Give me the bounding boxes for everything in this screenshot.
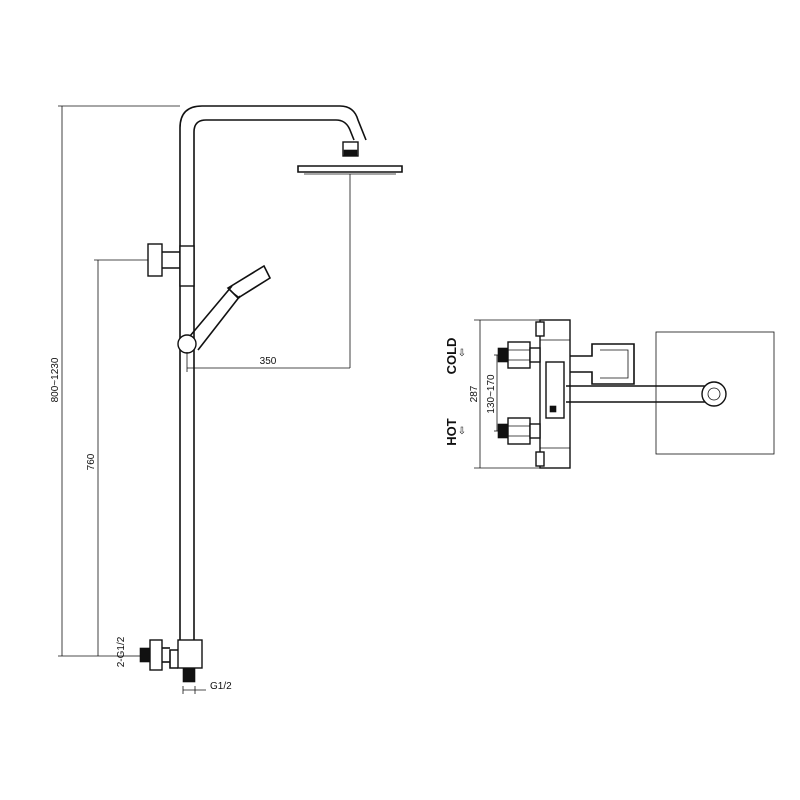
dimension-287: 287 xyxy=(469,319,540,469)
hot-label: HOT xyxy=(444,418,459,446)
rain-shower-head xyxy=(297,165,403,173)
bottom-elbow xyxy=(177,639,203,669)
dimension-287-text: 287 xyxy=(469,385,480,402)
cold-inlet-connection xyxy=(497,341,541,369)
side-arm-wall-flange xyxy=(701,381,727,407)
mixer-handle xyxy=(570,343,635,385)
upper-wall-bracket xyxy=(147,243,195,287)
front-view: 800~1230 760 350 2-G1/2 G1/2 xyxy=(50,105,403,694)
side-arm-pipe xyxy=(566,385,713,403)
outlet-thread-label: G1/2 xyxy=(210,681,232,692)
mixer-cartridge xyxy=(545,361,565,419)
hand-shower-head xyxy=(226,264,272,300)
hot-inlet-connection xyxy=(497,417,541,445)
dimension-spacing: 130~170 xyxy=(486,354,498,432)
dimension-760: 760 xyxy=(86,259,148,656)
rain-head-top-view xyxy=(655,331,775,455)
riser-pipe-inner xyxy=(193,119,355,640)
outlet-thread-dimension: G1/2 xyxy=(182,681,232,694)
inlet-thread-label: 2-G1/2 xyxy=(116,636,127,667)
rain-head-nut xyxy=(343,149,358,157)
slider-knob xyxy=(177,334,197,354)
dimension-350-text: 350 xyxy=(260,356,277,367)
bottom-outlet-thread xyxy=(182,667,196,683)
riser-pipe xyxy=(179,105,367,640)
bottom-connection xyxy=(124,639,203,683)
side-view: 287 130~170 COLD ⇩ HOT ⇩ xyxy=(444,319,775,469)
hand-shower-handle xyxy=(189,285,241,351)
dimension-350: 350 xyxy=(186,174,351,372)
hot-arrow-icon: ⇩ xyxy=(458,426,466,437)
dimension-spacing-text: 130~170 xyxy=(486,374,497,414)
cold-arrow-icon: ⇩ xyxy=(458,348,466,359)
left-inlet-nut xyxy=(149,639,163,671)
cold-label: COLD xyxy=(444,338,459,375)
dimension-760-text: 760 xyxy=(86,453,97,470)
left-inlet-thread xyxy=(139,647,151,663)
dimension-height-range: 800~1230 xyxy=(50,105,180,657)
dimension-height-range-text: 800~1230 xyxy=(50,357,61,402)
hand-shower-assembly xyxy=(177,264,272,354)
